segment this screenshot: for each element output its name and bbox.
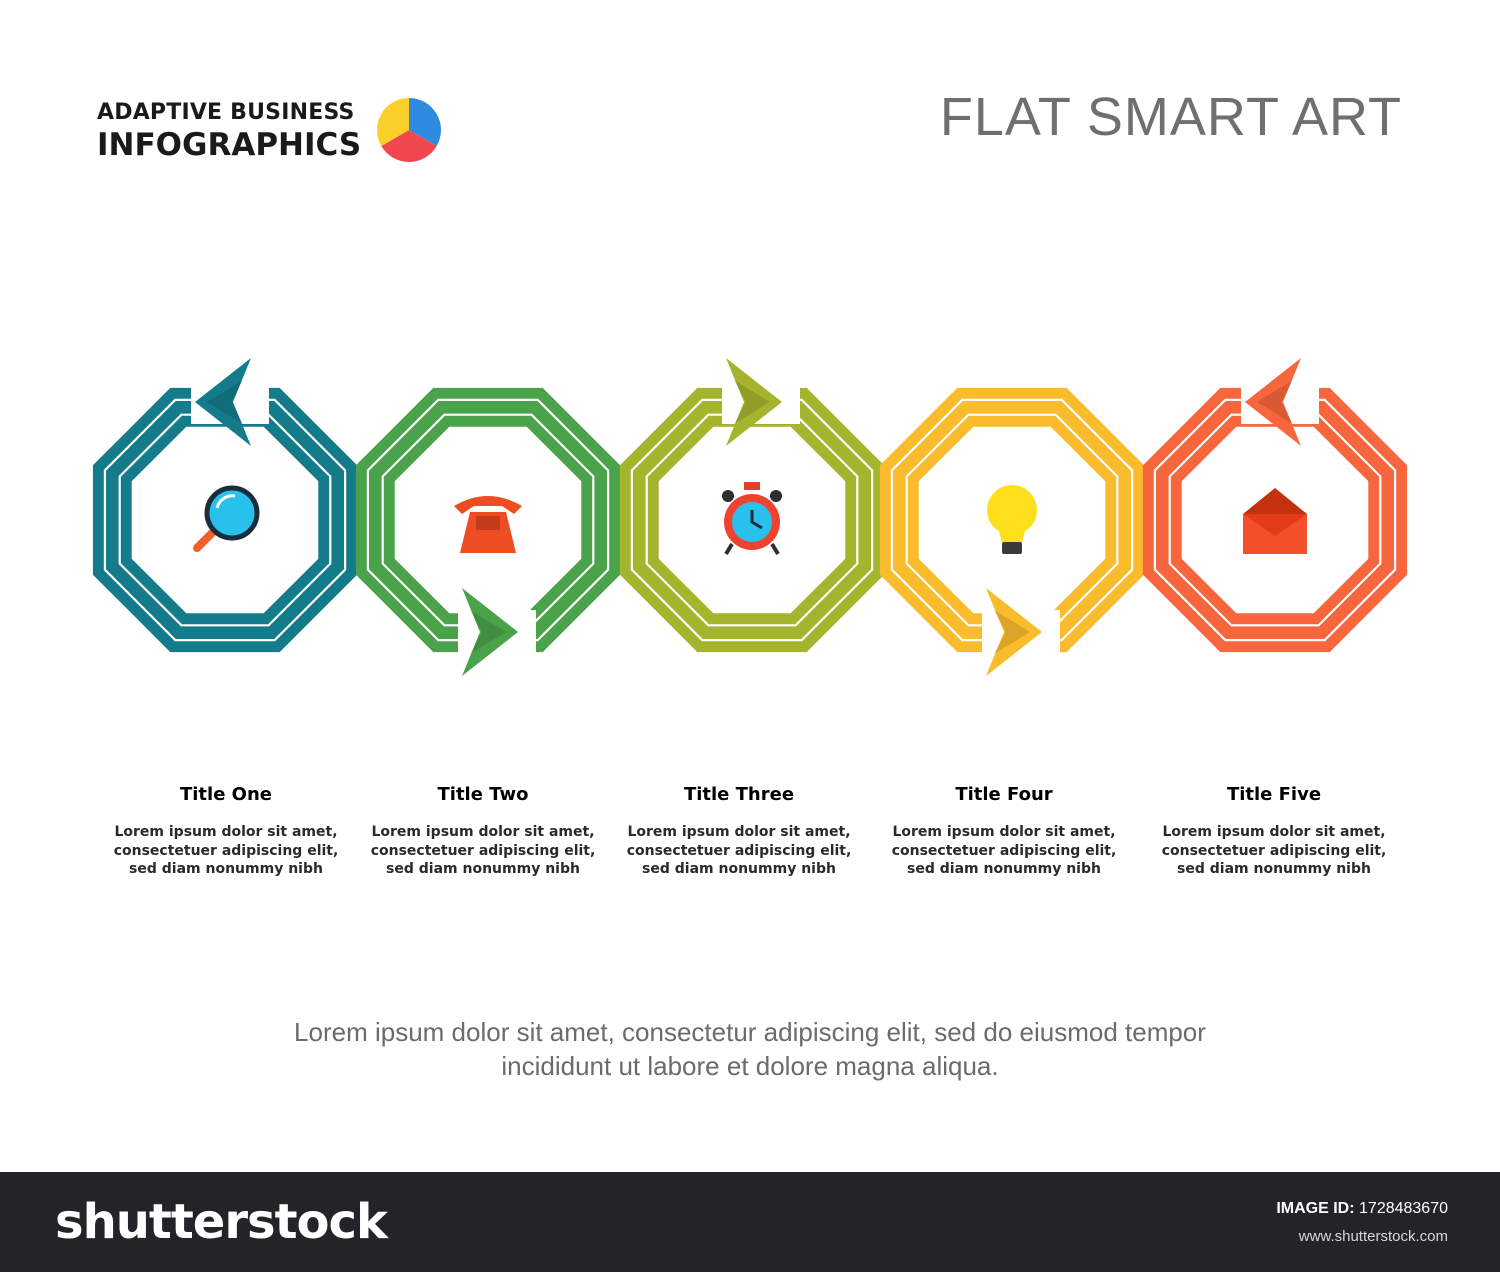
octagon-ring — [355, 387, 621, 653]
step-description-line: consectetuer adipiscing elit, — [370, 842, 596, 859]
octagon-rail-outer — [103, 398, 347, 642]
step-description: Lorem ipsum dolor sit amet, consectetuer… — [874, 823, 1134, 879]
alarm-clock-icon — [722, 482, 782, 556]
step-description-line: consectetuer adipiscing elit, — [1161, 842, 1387, 859]
step-caption-4: Title Four Lorem ipsum dolor sit amet, c… — [874, 783, 1134, 879]
step-description: Lorem ipsum dolor sit amet, consectetuer… — [1144, 823, 1404, 879]
clock-top-button — [744, 482, 760, 490]
image-id-label: IMAGE ID: — [1276, 1200, 1355, 1217]
footer-line: Lorem ipsum dolor sit amet, consectetur … — [294, 1017, 1206, 1047]
step-description-line: sed diam nonummy nibh — [907, 861, 1101, 877]
step-description-line: Lorem ipsum dolor sit amet, — [892, 824, 1116, 840]
brand-pie-icon — [377, 98, 441, 162]
octagon-rail-outer — [1153, 398, 1397, 642]
octagon-rail-inner — [1168, 413, 1382, 627]
step-description-line: consectetuer adipiscing elit, — [891, 842, 1117, 859]
clock-leg-right — [770, 542, 780, 556]
direction-arrow-head — [195, 358, 251, 446]
step-title: Title One — [179, 784, 273, 805]
arrow-shadow — [734, 380, 770, 424]
step-description-line: sed diam nonummy nibh — [1177, 861, 1371, 877]
octagon-ring — [1142, 387, 1408, 653]
arrow-shadow — [1257, 380, 1293, 424]
step-caption-1: Title One Lorem ipsum dolor sit amet, co… — [96, 783, 356, 879]
envelope-icon — [1243, 488, 1307, 554]
stock-url: www.shutterstock.com — [1298, 1228, 1448, 1245]
direction-arrow-head — [726, 358, 782, 446]
step-title: Title Two — [437, 784, 529, 805]
clock-bell-right — [770, 490, 782, 502]
brand-block: ADAPTIVE BUSINESS INFOGRAPHICS — [97, 100, 361, 164]
phone-body — [460, 512, 516, 553]
pie-slice-red — [381, 130, 437, 162]
clock-hands — [750, 510, 763, 530]
magnifier-glare — [215, 494, 236, 509]
step-node-1 — [92, 358, 358, 653]
bulb-base — [1002, 542, 1022, 554]
step-description: Lorem ipsum dolor sit amet, consectetuer… — [353, 823, 613, 879]
arrow-shadow — [994, 610, 1030, 654]
octagon-ring — [92, 387, 358, 653]
octagon-rail-outer — [630, 398, 874, 642]
octagon-ring — [619, 387, 885, 653]
envelope-fold — [1243, 514, 1307, 536]
page-title: FLAT SMART ART — [939, 87, 1402, 147]
step-title: Title Five — [1226, 784, 1322, 805]
step-caption-5: Title Five Lorem ipsum dolor sit amet, c… — [1144, 783, 1404, 879]
step-description-line: Lorem ipsum dolor sit amet, — [371, 824, 595, 840]
phone-dial — [476, 516, 500, 530]
octagon-rail-inner — [645, 413, 859, 627]
image-id-value: 1728483670 — [1359, 1200, 1448, 1217]
telephone-icon — [454, 496, 522, 553]
bulb-glass — [987, 485, 1037, 535]
step-description-line: Lorem ipsum dolor sit amet, — [1162, 824, 1386, 840]
bulb-neck — [998, 528, 1026, 542]
step-title: Title Three — [683, 784, 795, 805]
step-title: Title Four — [955, 784, 1053, 805]
octagon-ring — [879, 387, 1145, 653]
footer-line: incididunt ut labore et dolore magna ali… — [501, 1051, 999, 1081]
stock-logo: shutterstock — [55, 1194, 388, 1250]
footer-description: Lorem ipsum dolor sit amet, consectetur … — [150, 1015, 1350, 1083]
arrow-shadow — [470, 610, 506, 654]
step-node-2 — [355, 387, 621, 676]
magnifier-icon — [193, 485, 260, 552]
step-description-line: sed diam nonummy nibh — [386, 861, 580, 877]
image-id: IMAGE ID: 1728483670 — [1276, 1200, 1448, 1218]
direction-arrow-head — [462, 588, 518, 676]
pie-slice-blue — [409, 98, 441, 146]
stock-watermark-bar: shutterstock IMAGE ID: 1728483670 www.sh… — [0, 1172, 1500, 1272]
step-description-line: sed diam nonummy nibh — [642, 861, 836, 877]
direction-arrow-head — [986, 588, 1042, 676]
magnifier-handle — [193, 528, 217, 552]
brand-title-line1: ADAPTIVE BUSINESS — [97, 100, 355, 125]
octagon-process-diagram — [92, 358, 1408, 676]
brand-title-line2: INFOGRAPHICS — [97, 127, 362, 163]
direction-arrow-head — [1245, 358, 1301, 446]
arrow-shadow — [207, 380, 243, 424]
pie-slice-yellow — [377, 98, 409, 146]
step-description-line: sed diam nonummy nibh — [129, 861, 323, 877]
clock-bell-left — [722, 490, 734, 502]
octagon-rail-inner — [118, 413, 332, 627]
clock-leg-left — [724, 542, 734, 556]
step-caption-3: Title Three Lorem ipsum dolor sit amet, … — [609, 783, 869, 879]
light-bulb-icon — [987, 485, 1037, 554]
step-node-3 — [619, 358, 885, 653]
step-description-line: Lorem ipsum dolor sit amet, — [627, 824, 851, 840]
envelope-flap — [1243, 488, 1307, 514]
step-node-4 — [879, 387, 1145, 676]
phone-handset — [454, 496, 522, 514]
step-description-line: consectetuer adipiscing elit, — [626, 842, 852, 859]
step-description-line: Lorem ipsum dolor sit amet, — [114, 824, 338, 840]
step-caption-2: Title Two Lorem ipsum dolor sit amet, co… — [353, 783, 613, 879]
step-node-5 — [1142, 358, 1408, 653]
step-description: Lorem ipsum dolor sit amet, consectetuer… — [96, 823, 356, 879]
step-description-line: consectetuer adipiscing elit, — [113, 842, 339, 859]
step-description: Lorem ipsum dolor sit amet, consectetuer… — [609, 823, 869, 879]
